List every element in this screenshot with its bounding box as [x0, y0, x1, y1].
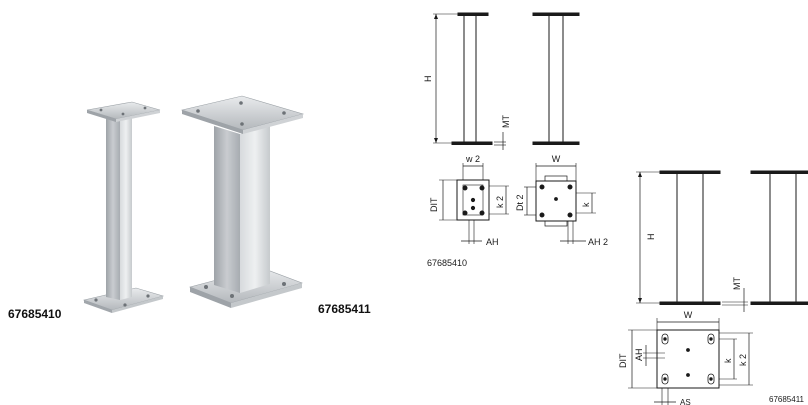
hole-label: AH 2: [588, 237, 608, 247]
top-plate-edge: [87, 110, 116, 122]
shaft-right-face: [120, 114, 132, 300]
top-plate-edge-right: [243, 114, 303, 134]
drawing-code: 67685411: [769, 395, 805, 404]
shaft-left-face: [106, 114, 120, 300]
drawing-b-side-view-1: [636, 170, 748, 312]
drawing-b-side-view-2: [750, 170, 808, 305]
drawing-b-plan: [628, 318, 753, 405]
spacing-label: k 2: [495, 196, 505, 208]
width-label: W: [552, 154, 561, 164]
width-label: w 2: [465, 154, 480, 164]
spacing-label: k: [581, 202, 591, 207]
post-photo-small: [82, 101, 165, 313]
drawing-a-side-view-1: [433, 12, 506, 150]
slot-label: AS: [680, 398, 691, 405]
plate-thickness-label: MT: [732, 277, 742, 290]
drawing-a-plan-large: [524, 163, 596, 244]
base-plate-edge: [190, 287, 231, 308]
drawing-a-plan-small: [439, 163, 509, 244]
drawing-a-side-view-2: [532, 12, 580, 145]
spacing-label: k: [723, 358, 733, 363]
top-plate: [86, 101, 161, 120]
height-label: H: [423, 76, 433, 83]
product-code-right: 67685411: [318, 302, 371, 316]
depth-label: DIT: [618, 353, 628, 368]
depth-label: Dt 2: [515, 194, 525, 211]
hole-label: AH: [634, 348, 644, 361]
width-label: W: [684, 310, 693, 320]
top-plate-edge: [182, 110, 243, 134]
plate-thickness-label: MT: [501, 115, 511, 128]
base-plate-edge: [84, 300, 112, 313]
height-label: H: [646, 234, 656, 241]
shaft-right-face: [240, 125, 270, 293]
post-photo-large: [180, 95, 305, 308]
top-plate-edge-right: [116, 110, 160, 122]
drawing-code: 67685410: [427, 258, 467, 268]
depth-label: DIT: [429, 197, 439, 212]
base-plate-edge-right: [112, 296, 163, 313]
base-plate-edge-right: [231, 283, 302, 308]
hole-label: AH: [486, 237, 499, 247]
shaft-left-face: [214, 126, 240, 293]
spacing2-label: k 2: [738, 354, 748, 366]
product-code-left: 67685410: [8, 307, 62, 321]
